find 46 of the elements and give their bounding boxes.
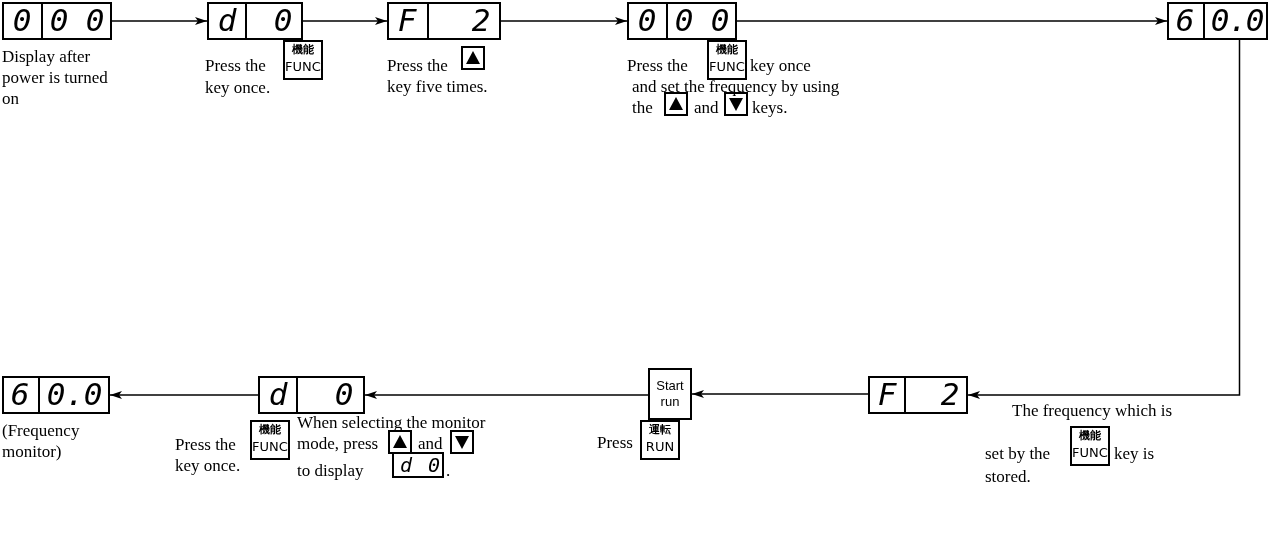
instruction-text: key five times.	[387, 76, 488, 97]
instruction-text: The frequency which is	[1012, 400, 1173, 421]
digital-display: 6 0.0	[2, 376, 110, 414]
instruction-text: Press the	[387, 55, 448, 76]
digital-display: 0 0 0	[627, 2, 737, 40]
digital-display: d 0	[207, 2, 303, 40]
digital-display: 0 0 0	[2, 2, 112, 40]
digital-display: 6 0.0	[1167, 2, 1268, 40]
instruction-text: and	[694, 97, 719, 118]
function-key: 機能 FUNC	[1070, 426, 1110, 466]
instruction-text: and	[418, 433, 443, 454]
arrow	[691, 390, 869, 398]
arrow	[364, 391, 649, 399]
function-key: 運転 RUN	[640, 420, 680, 460]
arrow	[302, 17, 388, 25]
digital-display: d 0	[258, 376, 365, 414]
instruction-text: When selecting the monitor	[297, 412, 486, 433]
instruction-text: keys.	[752, 97, 788, 118]
function-key: 機能 FUNC	[250, 420, 290, 460]
digital-display: F 2	[868, 376, 968, 414]
instruction-text: mode, press	[297, 433, 379, 454]
arrow	[109, 391, 259, 399]
instruction-text: Press the	[627, 55, 688, 76]
instruction-text: key once	[750, 55, 811, 76]
arrow	[967, 39, 1241, 399]
digital-display: d 0	[392, 452, 444, 478]
instruction-text: Press the	[205, 55, 266, 76]
instruction-text: .	[446, 460, 451, 481]
instruction-text: Press	[597, 432, 633, 453]
instruction-text: Display after power is turned on	[2, 46, 109, 109]
instruction-text: to display	[297, 460, 364, 481]
instruction-text: stored.	[985, 466, 1031, 487]
instruction-text: key once.	[205, 77, 271, 98]
instruction-text: the	[632, 97, 653, 118]
status-box: Start run	[648, 368, 692, 420]
arrow	[111, 17, 208, 25]
digital-display: F 2	[387, 2, 501, 40]
arrow	[500, 17, 628, 25]
instruction-text: set by the	[985, 443, 1051, 464]
instruction-text: (Frequency monitor)	[2, 420, 81, 462]
function-key: 機能 FUNC	[283, 40, 323, 80]
arrow	[736, 17, 1168, 25]
function-key: 機能 FUNC	[707, 40, 747, 80]
instruction-text: key once.	[175, 455, 241, 476]
instruction-text: Press the	[175, 434, 236, 455]
instruction-text: key is	[1114, 443, 1155, 464]
